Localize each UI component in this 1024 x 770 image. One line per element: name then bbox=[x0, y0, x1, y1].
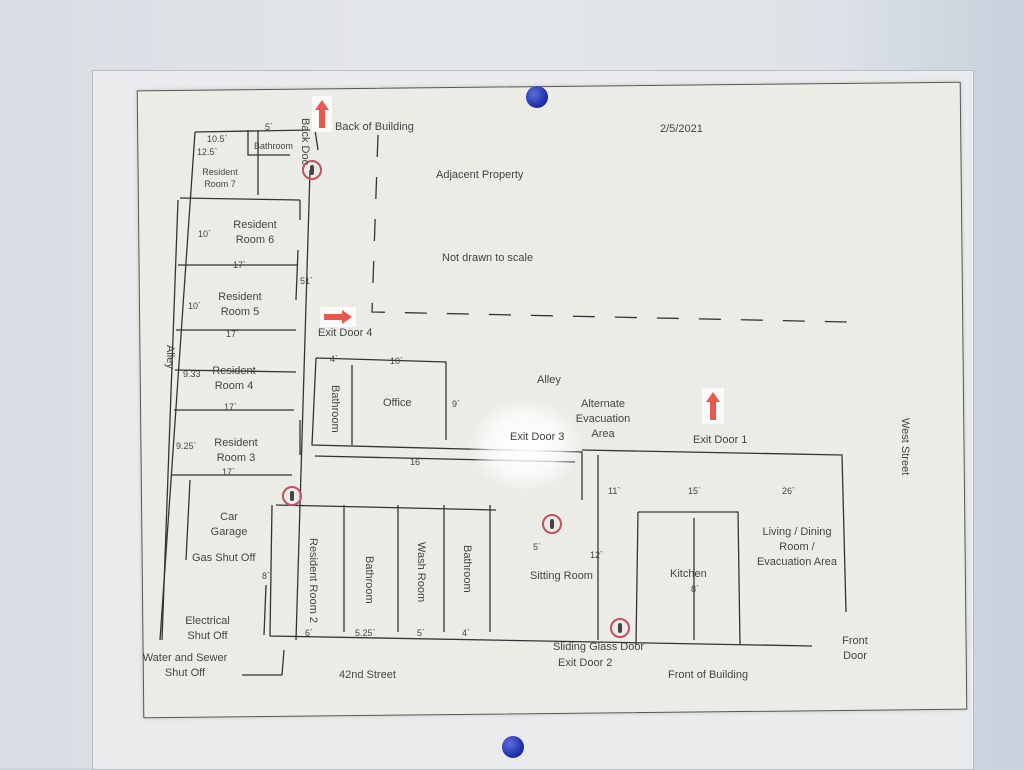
date-label: 2/5/2021 bbox=[660, 123, 703, 135]
adjacent-property-label: Adjacent Property bbox=[436, 169, 524, 181]
electrical-shutoff-label: Electrical Shut Off bbox=[185, 615, 230, 642]
dim-label: 16` bbox=[410, 457, 424, 467]
dim-label: 4` bbox=[330, 354, 339, 364]
wash-room-label: Wash Room bbox=[415, 542, 427, 603]
room2-label: Resident Room 2 bbox=[307, 538, 319, 623]
dim-label: 12.5` bbox=[197, 147, 218, 157]
dim-label: 10.5` bbox=[207, 134, 228, 144]
dim-label: 11` bbox=[608, 486, 621, 496]
kitchen-label: Kitchen bbox=[670, 568, 707, 580]
bathroom-top-label: Bathroom bbox=[254, 141, 294, 151]
push-pin-bottom bbox=[502, 736, 524, 758]
room3-label: Resident Room 3 bbox=[214, 437, 258, 464]
bathroom-low1-label: Bathroom bbox=[363, 556, 375, 604]
room7-label: Resident Room 7 bbox=[202, 167, 238, 190]
bathroom-low2-label: Bathroom bbox=[461, 545, 473, 593]
dim-label: 9` bbox=[452, 399, 461, 409]
dim-label: 9.33` bbox=[183, 369, 204, 379]
office-label: Office bbox=[383, 397, 412, 409]
alternate-evacuation-label: Alternate Evacuation Area bbox=[575, 398, 631, 440]
water-sewer-shutoff-label: Water and Sewer Shut Off bbox=[142, 652, 228, 679]
exit-door-2-label: Exit Door 2 bbox=[558, 657, 613, 669]
scale-note: Not drawn to scale bbox=[442, 252, 534, 264]
room6-label: Resident Room 6 bbox=[233, 219, 277, 246]
dim-label: 17` bbox=[222, 467, 236, 477]
light-glare bbox=[470, 400, 580, 490]
exit-arrow-up-icon bbox=[702, 388, 724, 424]
dim-label: 4` bbox=[462, 628, 471, 638]
exit-arrow-right-icon bbox=[320, 307, 356, 327]
dim-label: 5` bbox=[265, 122, 274, 132]
west-street-label: West Street bbox=[899, 418, 911, 476]
sitting-room-label: Sitting Room bbox=[530, 570, 593, 582]
dim-label: 51` bbox=[300, 276, 314, 286]
front-door-label: Front Door bbox=[842, 635, 868, 662]
fire-extinguisher-icon bbox=[302, 160, 322, 180]
dim-label: 8` bbox=[262, 571, 271, 581]
dim-label: 10` bbox=[390, 356, 404, 366]
dim-label: 26` bbox=[782, 486, 796, 496]
room4-label: Resident Room 4 bbox=[212, 365, 256, 392]
exit-arrow-up-icon bbox=[312, 96, 332, 132]
dim-label: 6` bbox=[305, 628, 314, 638]
dim-label: 8` bbox=[691, 584, 700, 594]
sliding-door-label: Sliding Glass Door bbox=[553, 641, 645, 653]
exit-door-4-label: Exit Door 4 bbox=[318, 327, 373, 339]
gas-shutoff-label: Gas Shut Off bbox=[192, 552, 256, 564]
dim-label: 10` bbox=[198, 229, 212, 239]
exit-door-1-label: Exit Door 1 bbox=[693, 434, 748, 446]
dim-label: 17` bbox=[226, 329, 240, 339]
dim-label: 5.25` bbox=[355, 628, 376, 638]
alley-mid-label: Alley bbox=[537, 374, 561, 386]
fire-extinguisher-icon bbox=[610, 618, 630, 638]
dim-label: 10` bbox=[188, 301, 202, 311]
dim-label: 12` bbox=[590, 550, 604, 560]
fire-extinguisher-icon bbox=[282, 486, 302, 506]
bathroom-mid-label: Bathroom bbox=[329, 385, 341, 433]
alley-left-label: Alley bbox=[164, 345, 176, 369]
dim-label: 17` bbox=[224, 402, 238, 412]
fire-extinguisher-icon bbox=[542, 514, 562, 534]
dim-label: 17` bbox=[233, 260, 247, 270]
42nd-street-label: 42nd Street bbox=[339, 669, 396, 681]
push-pin-top bbox=[526, 86, 548, 108]
room5-label: Resident Room 5 bbox=[218, 291, 262, 318]
dim-label: 9.25` bbox=[176, 441, 197, 451]
dim-label: 5` bbox=[533, 542, 542, 552]
dim-label: 15` bbox=[688, 486, 702, 496]
exit-door-3-label: Exit Door 3 bbox=[510, 431, 565, 443]
front-of-building-label: Front of Building bbox=[668, 669, 749, 681]
dim-label: 5` bbox=[417, 628, 426, 638]
back-door-label: Back Doc bbox=[299, 118, 311, 166]
living-room-label: Living / Dining Room / Evacuation Area bbox=[756, 526, 838, 568]
back-of-building-label: Back of Building bbox=[335, 121, 414, 133]
car-garage-label: Car Garage bbox=[210, 511, 248, 538]
